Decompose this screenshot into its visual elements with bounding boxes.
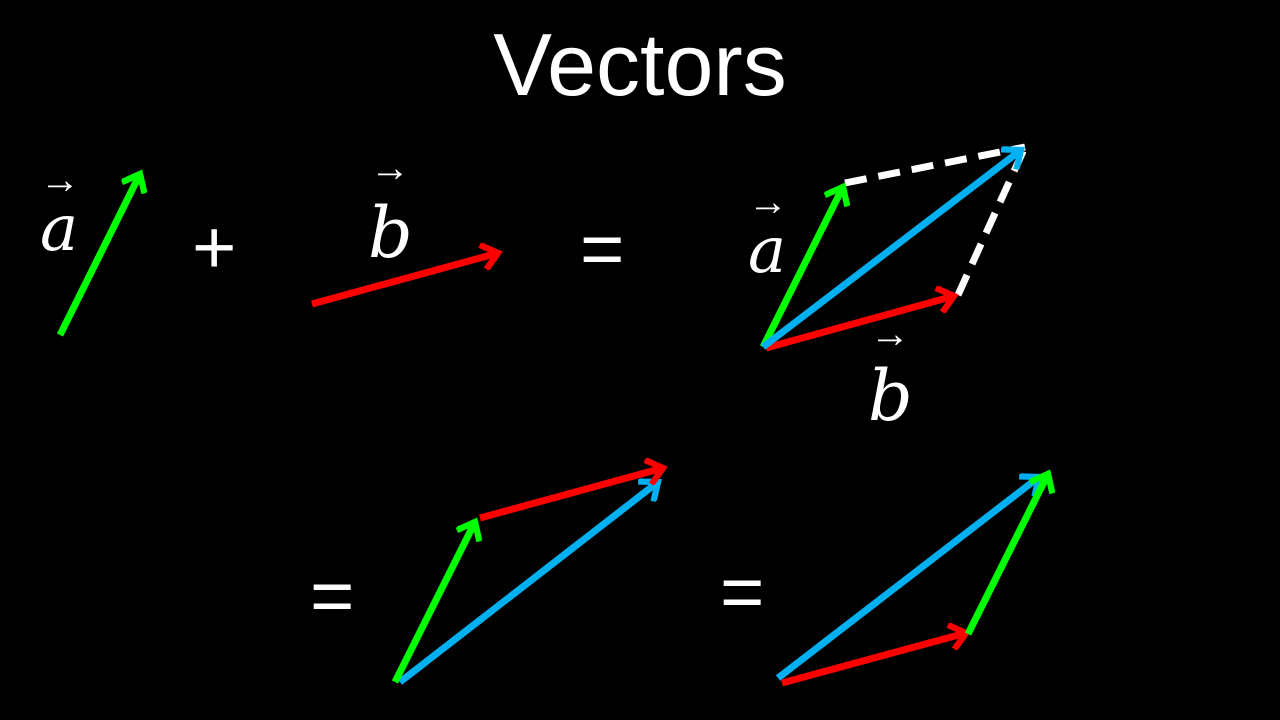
equals-sign: = bbox=[720, 550, 764, 635]
vector-arrow-accent: → bbox=[870, 312, 910, 356]
label-b: b bbox=[368, 192, 413, 274]
arrow-sum bbox=[775, 477, 1039, 681]
arrow-sum bbox=[760, 150, 1021, 350]
vector-arrow-accent: → bbox=[40, 158, 80, 202]
equals-sign: = bbox=[310, 554, 354, 639]
arrow-a bbox=[391, 522, 475, 684]
arrow-a bbox=[759, 187, 843, 349]
arrow-b bbox=[311, 253, 498, 308]
dashed-edge-right bbox=[954, 145, 1029, 297]
label-a: a bbox=[40, 192, 78, 266]
arrow-a bbox=[56, 174, 140, 337]
vector-b-alone: b → bbox=[311, 146, 498, 308]
arrow-a bbox=[964, 474, 1048, 636]
a-then-b bbox=[391, 468, 663, 685]
dashed-edge-top bbox=[844, 143, 1026, 187]
arrow-b bbox=[479, 468, 663, 522]
vector-arrow-accent: → bbox=[370, 146, 410, 190]
equals-sign: = bbox=[580, 207, 624, 292]
arrow-b bbox=[781, 633, 966, 687]
plus-sign: + bbox=[192, 205, 236, 290]
vector-arrow-accent: → bbox=[748, 180, 788, 224]
arrow-sum bbox=[397, 482, 658, 685]
arrow-b bbox=[765, 296, 954, 352]
vector-a-alone: a → bbox=[40, 158, 140, 337]
page-title: Vectors bbox=[493, 15, 787, 114]
label-a: a bbox=[748, 214, 786, 288]
parallelogram: a → b → bbox=[748, 143, 1029, 437]
b-then-a bbox=[775, 474, 1048, 687]
label-b: b bbox=[868, 355, 913, 437]
